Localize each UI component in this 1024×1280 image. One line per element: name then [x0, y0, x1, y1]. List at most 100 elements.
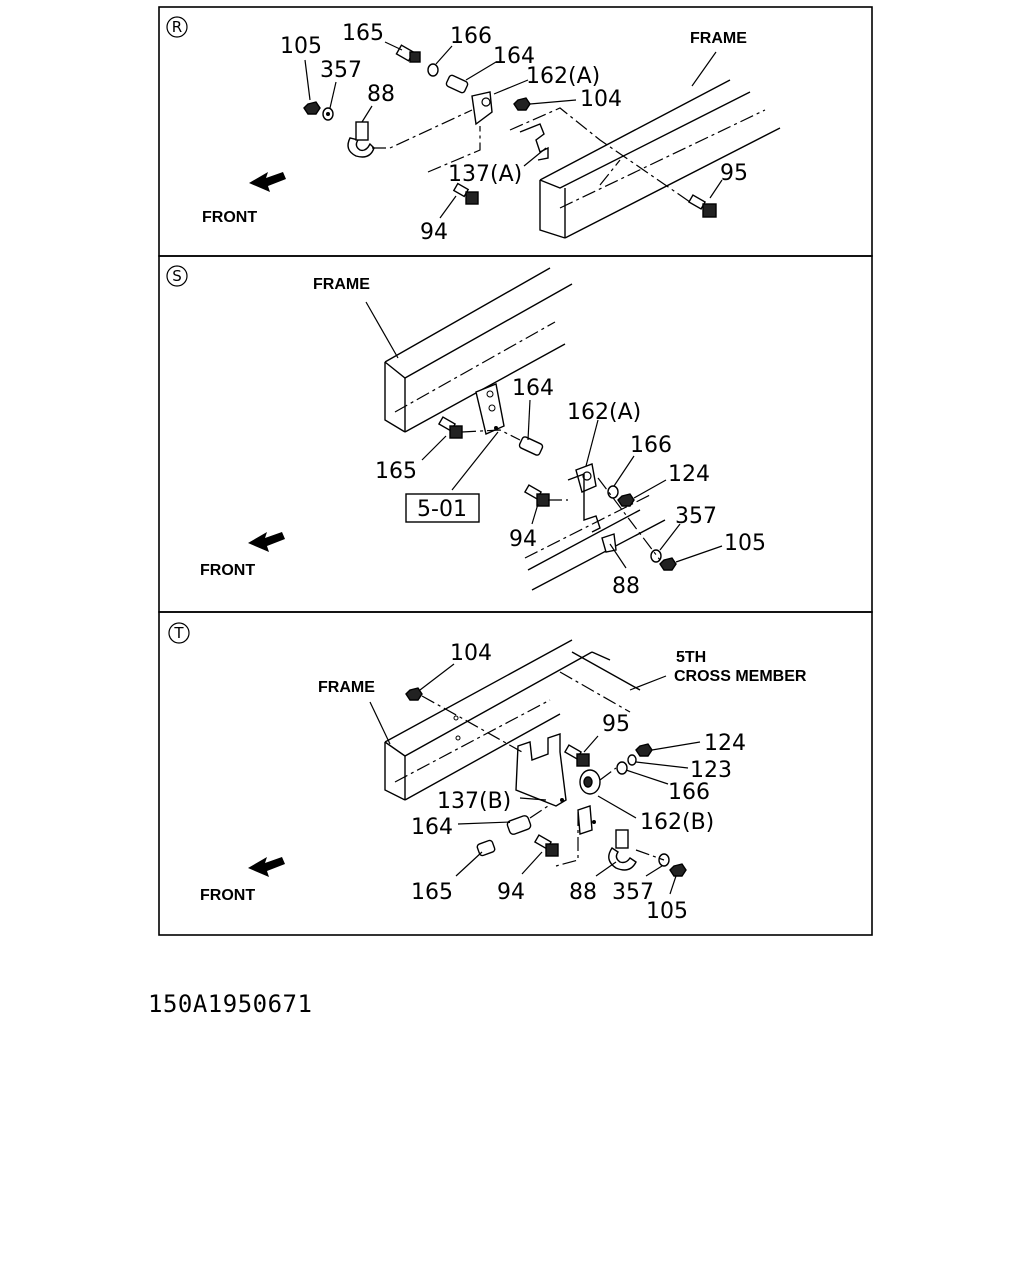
panel-r-bolt-95-icon	[687, 194, 717, 218]
panel-s-leader-164	[527, 399, 531, 441]
panel-t-cross-member-label-1: 5TH	[676, 649, 706, 666]
panel-s-washer-166-icon	[607, 485, 619, 499]
panel-s-frame-label: FRAME	[313, 276, 370, 293]
panel-t-collar-164-icon	[506, 815, 532, 835]
panel-s-callout-124: 124	[668, 462, 710, 487]
panel-s-leader-105	[675, 545, 723, 563]
panel-t-callout-137b: 137(B)	[437, 789, 511, 814]
panel-r-callout-166: 166	[450, 24, 492, 49]
panel-r-front-arrow-icon	[249, 172, 286, 192]
panel-t-cross-member-leader	[629, 675, 667, 691]
panel-t-assembly-line-b	[555, 812, 579, 867]
panel-t-nut-104-icon	[405, 687, 423, 701]
panel-t-front-arrow-icon	[248, 857, 285, 877]
panel-r-callout-357: 357	[320, 58, 362, 83]
panel-s-lower-rail	[527, 509, 666, 591]
panel-r-bracket-137a-icon	[519, 123, 549, 161]
panel-s-frame-leader	[365, 301, 399, 359]
panel-t-callout-166: 166	[668, 780, 710, 805]
panel-s-assembly-line-a	[461, 429, 521, 441]
panel-r-leader-357	[329, 81, 337, 109]
panel-t-leader-166	[625, 769, 669, 785]
panel-s-border	[158, 255, 873, 613]
panel-t-leader-95	[583, 735, 599, 753]
panel-r-leader-94	[439, 195, 457, 219]
panel-r-nut-104-icon	[513, 97, 531, 111]
panel-s-collar-164-icon	[518, 436, 544, 456]
panel-t-frame-leader	[369, 701, 391, 745]
panel-t-callout-162b: 162(B)	[640, 810, 714, 835]
panel-t-leader-357	[645, 865, 663, 877]
panel-r-callout-105: 105	[280, 34, 322, 59]
panel-t-callout-165: 165	[411, 880, 453, 905]
panel-t-spring-123-icon	[627, 754, 637, 766]
panel-t-callout-123: 123	[690, 758, 732, 783]
panel-r-bracket-162a-icon	[471, 91, 493, 126]
panel-r-leader-105	[304, 59, 311, 101]
panel-s-leader-162a	[585, 419, 599, 467]
panel-r-leader-95	[709, 179, 723, 199]
panel-r-front-label: FRONT	[202, 209, 257, 226]
panel-t-leader-165	[455, 851, 483, 877]
panel-t-bolt-95-icon	[563, 744, 590, 767]
panel-s-leader-88	[609, 543, 627, 569]
panel-s-reference-label: 5-01	[417, 497, 467, 522]
panel-s-leader-165	[421, 435, 447, 461]
panel-s-callout-165: 165	[375, 459, 417, 484]
panel-r-callout-94: 94	[420, 220, 448, 245]
document-code: 150A1950671	[148, 990, 313, 1018]
panel-t-leader-124	[651, 741, 701, 751]
panel-s-callout-162a: 162(A)	[567, 400, 641, 425]
panel-t-leader-123	[635, 761, 689, 769]
panel-t-bracket-137b-icon	[515, 733, 567, 807]
panel-s-callout-88: 88	[612, 574, 640, 599]
panel-t-assembly-line-d	[635, 849, 665, 861]
panel-r-assembly-line-b	[427, 126, 481, 173]
panel-r-leader-165	[384, 41, 403, 51]
panel-s-bracket-137-icon	[567, 472, 601, 533]
panel-r-callout-137a: 137(A)	[448, 162, 522, 187]
panel-t-clamp-88-icon	[608, 829, 637, 871]
panel-t-callout-104: 104	[450, 641, 492, 666]
panel-s-leader-357	[659, 523, 681, 551]
panel-r-nut-105-icon	[303, 101, 321, 115]
panel-t-border	[158, 611, 873, 936]
panel-s-leader-124	[633, 479, 667, 499]
panel-s-nut-124-icon	[617, 493, 635, 507]
panel-s-leader-166	[613, 455, 635, 487]
panel-r-collar-164-icon	[445, 74, 469, 94]
panel-t-assembly-line-c	[599, 767, 617, 781]
panel-t-callout-95: 95	[602, 712, 630, 737]
panel-t-assembly-line-a	[421, 695, 523, 753]
panel-t-leader-105	[669, 875, 677, 895]
panel-t-cross-member-label-2: CROSS MEMBER	[674, 668, 807, 685]
panel-r-leader-104	[529, 99, 577, 105]
panel-r-bolt-94-icon	[452, 182, 479, 205]
panel-r: R FRAME FRONT	[158, 6, 873, 257]
panel-s-bracket-5-01-icon	[475, 383, 505, 435]
panel-s-leader-ref	[451, 431, 499, 491]
panel-t-bracket-162b-lower-icon	[577, 805, 596, 835]
panel-t-frame-rail	[384, 639, 593, 801]
panel-s-marker: S	[166, 265, 188, 287]
panel-r-assembly-line-a	[372, 109, 473, 149]
panel-r-leader-166	[435, 45, 453, 65]
panel-r-clamp-88-icon	[347, 121, 375, 158]
panel-r-marker-letter: R	[172, 18, 182, 36]
panel-t-washer-166-icon	[616, 761, 628, 775]
panel-s-bolt-94-icon	[523, 484, 550, 507]
panel-t-bolt-94-icon	[533, 834, 559, 857]
panel-s-callout-105: 105	[724, 531, 766, 556]
panel-r-callout-95: 95	[720, 161, 748, 186]
panel-t-hole-a	[453, 715, 459, 721]
panel-s-callout-357: 357	[675, 504, 717, 529]
panel-s-front-arrow-icon	[248, 532, 285, 552]
panel-t-bushing-162b-icon	[579, 769, 601, 795]
panel-t-callout-124: 124	[704, 731, 746, 756]
panel-t-leader-137b	[519, 797, 547, 801]
panel-t-callout-88: 88	[569, 880, 597, 905]
panel-t-hole-b	[455, 735, 461, 741]
panel-t-callout-94: 94	[497, 880, 525, 905]
panel-s-front-label: FRONT	[200, 562, 255, 579]
